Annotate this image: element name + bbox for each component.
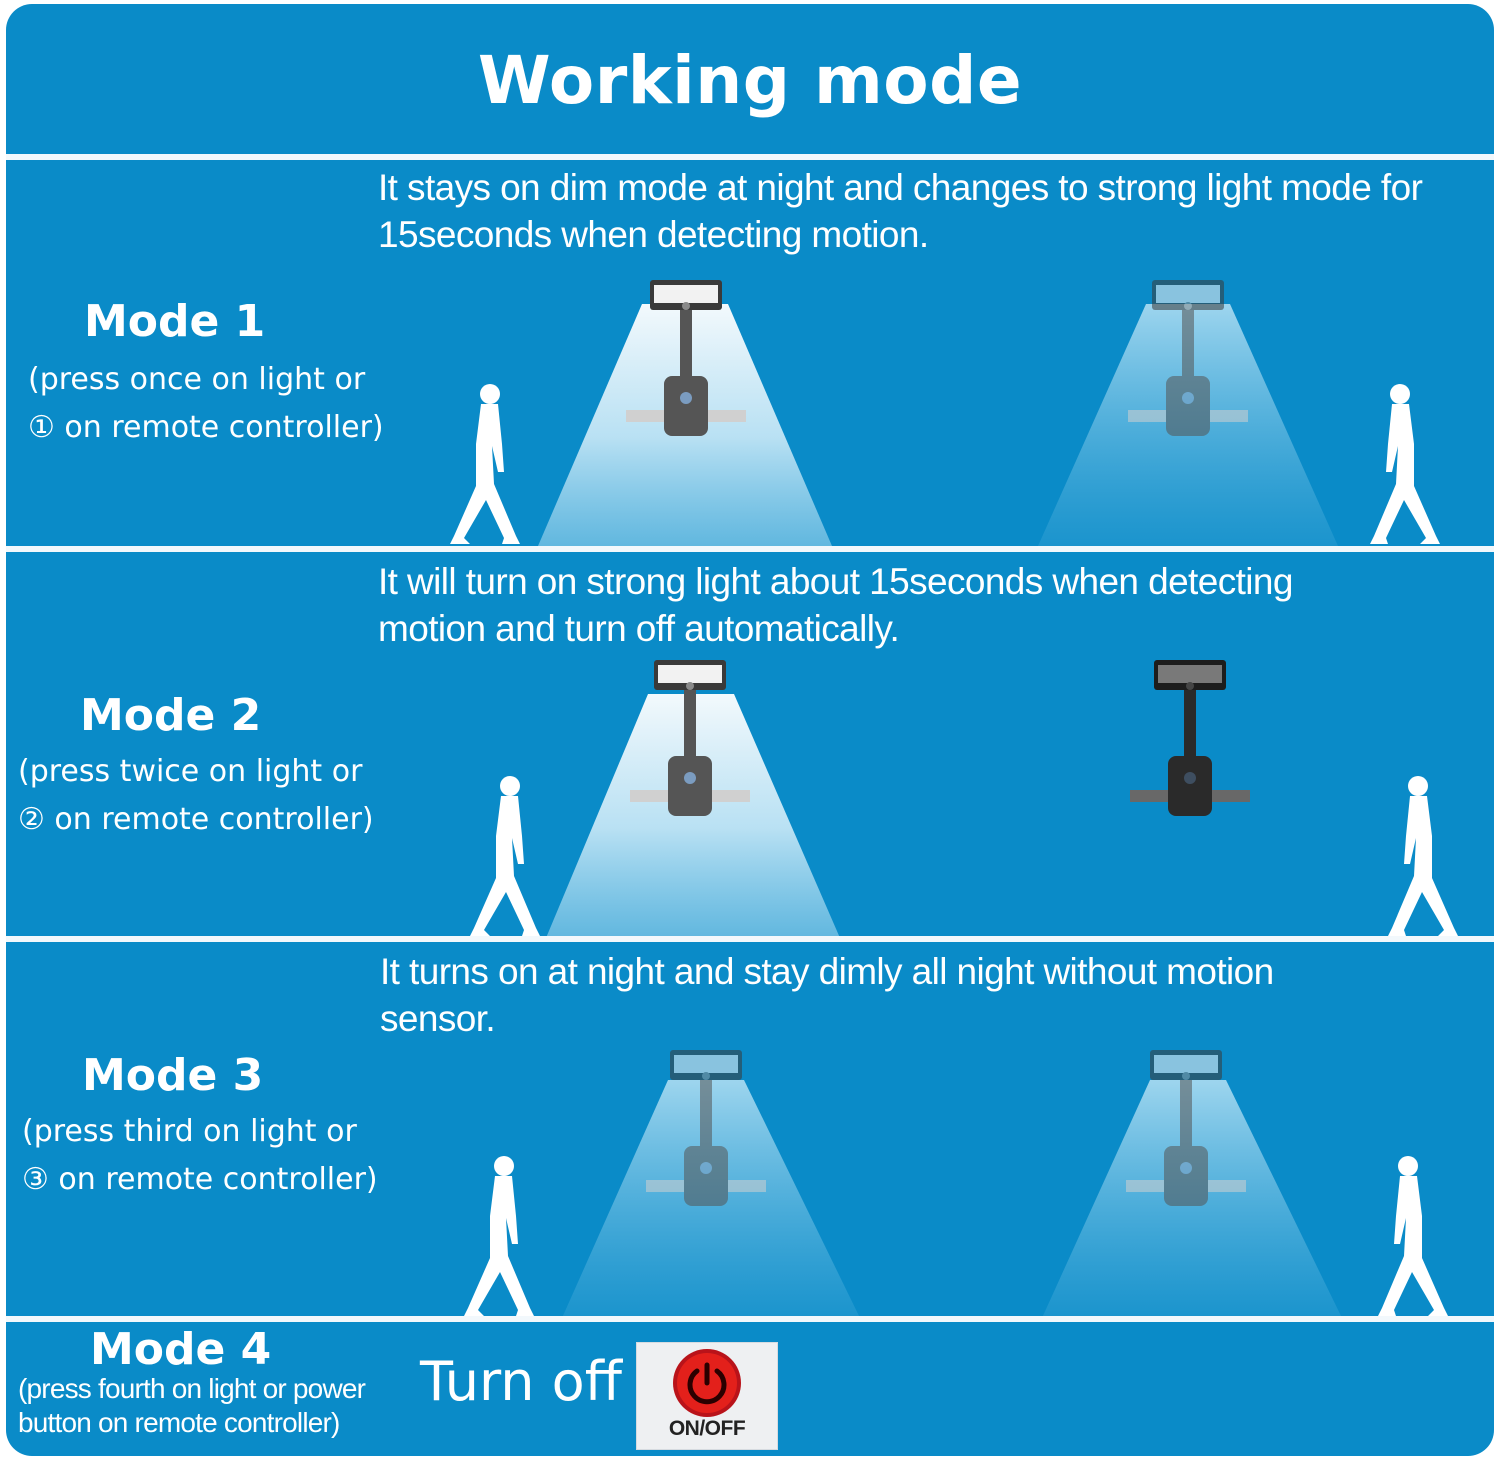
mode-4-title: Mode 4: [90, 1324, 272, 1375]
light-beam-icon: [546, 694, 840, 938]
mode-3-description-line-1: It turns on at night and stay dimly all …: [380, 951, 1274, 992]
page-title: Working mode: [477, 42, 1023, 119]
divider: [6, 546, 1494, 552]
mode-1-description-line-2: 15seconds when detecting motion.: [378, 214, 929, 255]
mode-3-description-line-2: sensor.: [380, 998, 496, 1039]
mode-2-scene: [470, 660, 1458, 938]
mode-2-hint-line-2: ② on remote controller): [18, 802, 374, 837]
walking-person-icon: [464, 1156, 534, 1316]
mode-1-hint-line-1: (press once on light or: [28, 362, 366, 397]
mode-4-hint-line-2: button on remote controller): [18, 1407, 340, 1438]
mode-1-scene: [450, 280, 1440, 546]
mode-4-hint-line-1: (press fourth on light or power: [18, 1373, 366, 1404]
mode-2-description-line-1: It will turn on strong light about 15sec…: [378, 561, 1293, 602]
power-button[interactable]: ON/OFF: [636, 1342, 778, 1450]
mode-1-hint: (press once on light or ① on remote cont…: [28, 356, 384, 452]
mode-3-hint-line-1: (press third on light or: [22, 1114, 357, 1149]
divider: [6, 1316, 1494, 1322]
mode-2-title: Mode 2: [80, 690, 262, 741]
mode-1-hint-line-2: ① on remote controller): [28, 410, 384, 445]
power-icon: [673, 1349, 741, 1417]
walking-person-icon: [1378, 1156, 1448, 1316]
mode-2-description-line-2: motion and turn off automatically.: [378, 608, 900, 649]
mode-1-description-line-1: It stays on dim mode at night and change…: [378, 167, 1423, 208]
mode-1-description: It stays on dim mode at night and change…: [378, 164, 1423, 258]
working-mode-panel: Working mode It stays on dim mode at nig…: [6, 4, 1494, 1456]
mode-3-title: Mode 3: [82, 1050, 264, 1101]
divider: [6, 154, 1494, 160]
power-button-label: ON/OFF: [668, 1417, 746, 1440]
mode-3-description: It turns on at night and stay dimly all …: [380, 948, 1274, 1042]
mode-2-hint-line-1: (press twice on light or: [18, 754, 363, 789]
mode-3-hint: (press third on light or ③ on remote con…: [22, 1108, 378, 1204]
mode-4-action: Turn off: [420, 1350, 622, 1413]
mode-3-hint-line-2: ③ on remote controller): [22, 1162, 378, 1197]
divider: [6, 936, 1494, 942]
mode-3-scene: [464, 1050, 1448, 1318]
mode-1-title: Mode 1: [84, 296, 266, 347]
mode-2-description: It will turn on strong light about 15sec…: [378, 558, 1293, 652]
mode-2-hint: (press twice on light or ② on remote con…: [18, 748, 374, 844]
mode-4-hint: (press fourth on light or power button o…: [18, 1372, 366, 1440]
